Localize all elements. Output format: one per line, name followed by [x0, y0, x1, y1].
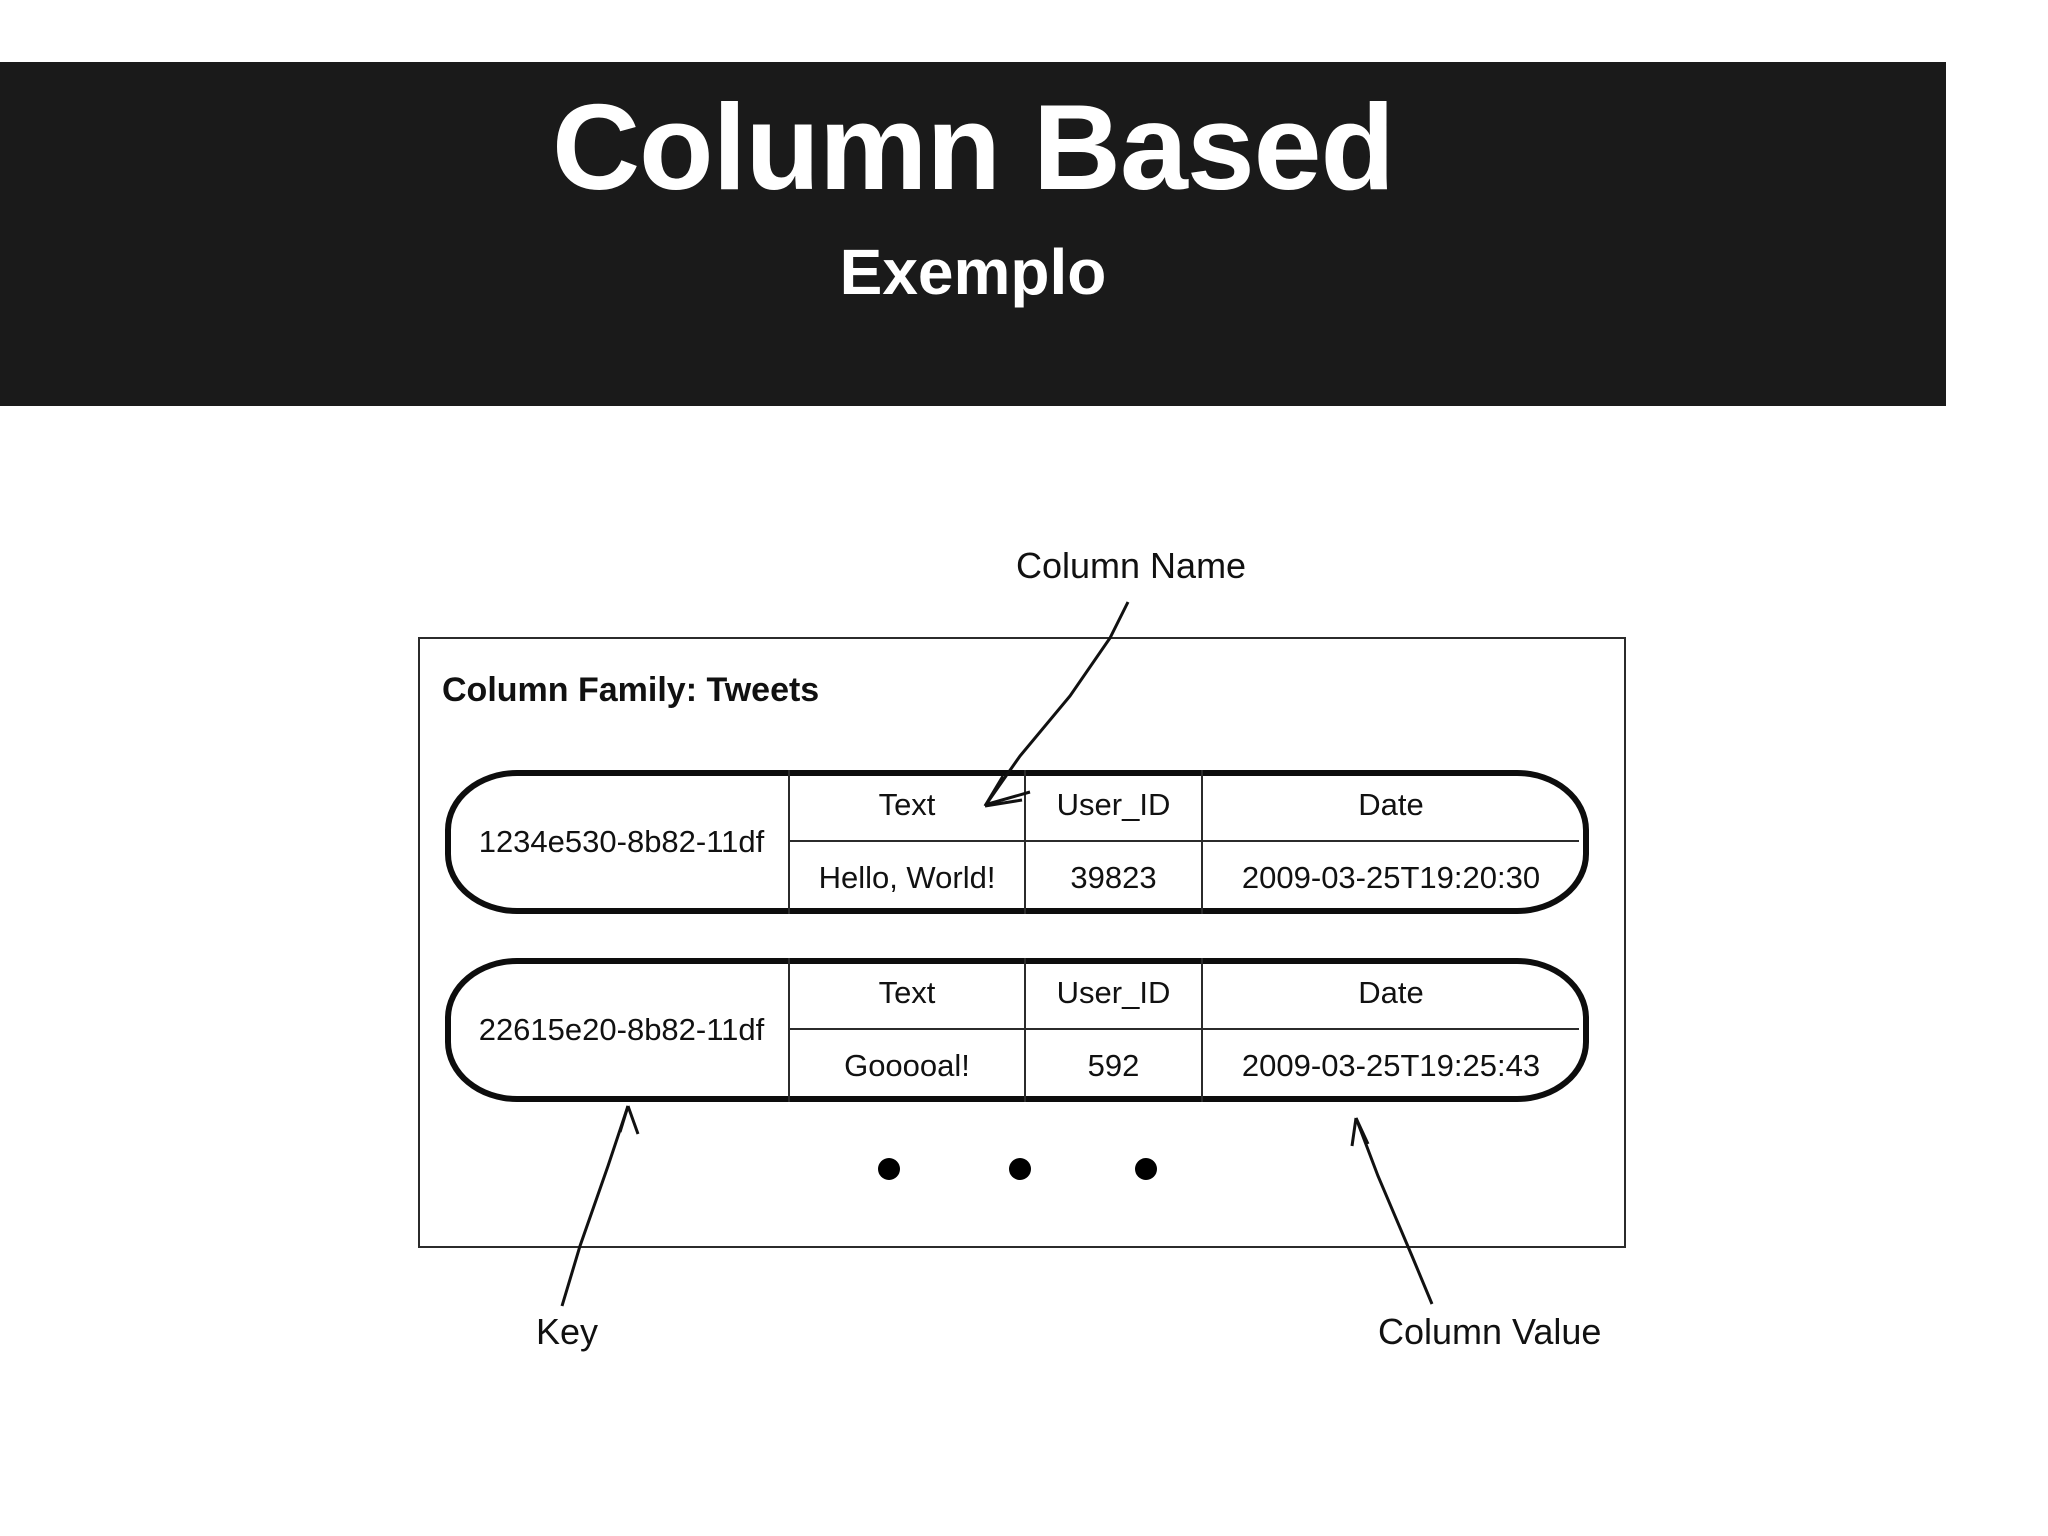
annotation-column-value: Column Value — [1378, 1311, 1602, 1352]
ellipsis-dot — [1009, 1158, 1031, 1180]
column-family-box: Column Family: Tweets — [418, 637, 1626, 1248]
row-columns: Text User_ID Date Gooooal! 592 2009-03-2… — [790, 958, 1579, 1102]
column-header-text: Text — [790, 958, 1026, 1028]
page-title: Column Based — [551, 79, 1395, 215]
ellipsis-dot — [878, 1158, 900, 1180]
page-subtitle: Exemplo — [839, 236, 1107, 308]
column-header-user-id: User_ID — [1026, 770, 1203, 840]
row-value-cells: Gooooal! 592 2009-03-25T19:25:43 — [790, 1030, 1579, 1102]
row-header-cells: Text User_ID Date — [790, 958, 1579, 1030]
column-value-date: 2009-03-25T19:25:43 — [1241, 1048, 1541, 1083]
table-row: 1234e530-8b82-11df Text User_ID Date Hel… — [455, 770, 1579, 914]
row-value-cells: Hello, World! 39823 2009-03-25T19:20:30 — [790, 842, 1579, 914]
column-value-text: Gooooal! — [790, 1030, 1026, 1102]
column-header-date: Date — [1358, 787, 1424, 822]
row-key: 1234e530-8b82-11df — [455, 770, 790, 914]
row-header-cells: Text User_ID Date — [790, 770, 1579, 842]
ellipsis-dot — [1135, 1158, 1157, 1180]
column-header-user-id: User_ID — [1026, 958, 1203, 1028]
column-value-user-id: 39823 — [1026, 842, 1203, 914]
row-key: 22615e20-8b82-11df — [455, 958, 790, 1102]
ellipsis-dots — [878, 1158, 1178, 1188]
title-banner: Column Based Exemplo — [0, 62, 1946, 406]
table-row: 22615e20-8b82-11df Text User_ID Date Goo… — [455, 958, 1579, 1102]
column-value-date: 2009-03-25T19:20:30 — [1241, 860, 1541, 895]
annotation-column-name: Column Name — [1016, 545, 1247, 586]
column-header-text: Text — [790, 770, 1026, 840]
row-columns: Text User_ID Date Hello, World! 39823 20… — [790, 770, 1579, 914]
annotation-key: Key — [536, 1311, 599, 1352]
column-value-text: Hello, World! — [790, 842, 1026, 914]
column-family-label: Column Family: Tweets — [442, 671, 820, 709]
column-header-date: Date — [1358, 975, 1424, 1010]
column-family-diagram: Column Name Key Column Value Column Fami… — [0, 406, 2048, 1536]
column-value-user-id: 592 — [1026, 1030, 1203, 1102]
